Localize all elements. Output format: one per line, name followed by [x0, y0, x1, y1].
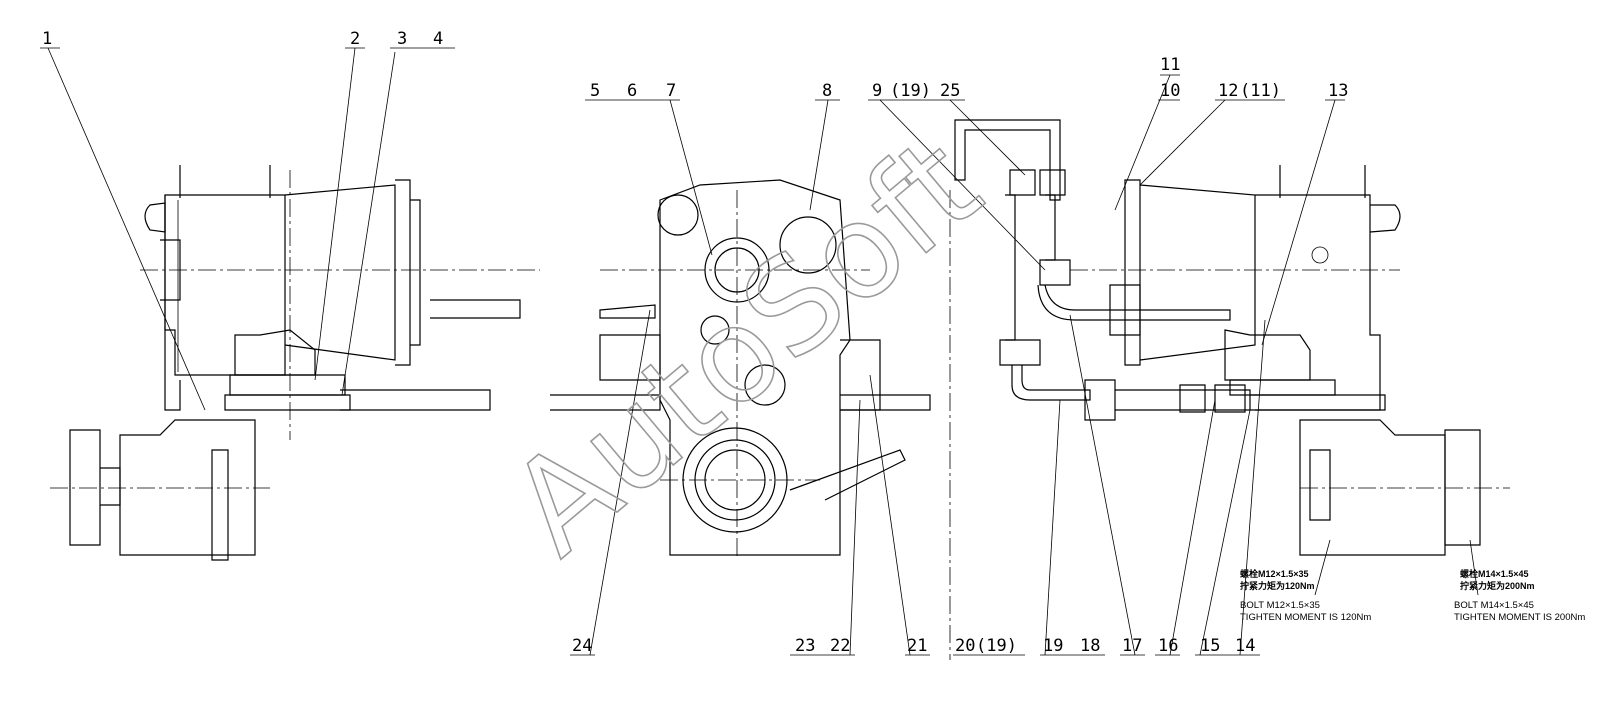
part-number-labels: 1 2 3 4 5 6 7 8 9 (19) 25 11 10 12 (11) … [42, 29, 1348, 656]
label-19a: (19) [890, 81, 931, 101]
watermark: AutoSoft [482, 108, 1007, 583]
bolt-note-left-en2: TIGHTEN MOMENT IS 120Nm [1240, 612, 1371, 623]
label-3: 3 [397, 29, 407, 49]
bolt-note-left-en1: BOLT M12×1.5×35 [1240, 600, 1320, 611]
bolt-note-right-cn2: 拧紧力矩为200Nm [1460, 580, 1535, 591]
label-17: 17 [1122, 636, 1142, 656]
left-side-view [50, 165, 540, 561]
label-2: 2 [350, 29, 360, 49]
label-11: 11 [1160, 55, 1180, 75]
bolt-note-right-en1: BOLT M14×1.5×45 [1454, 600, 1534, 611]
label-18: 18 [1080, 636, 1100, 656]
label-1: 1 [42, 29, 52, 49]
label-8: 8 [822, 81, 832, 101]
label-21: 21 [907, 636, 927, 656]
bolt-note-right-cn1: 螺栓M14×1.5×45 [1460, 568, 1529, 579]
label-20: 20 [955, 636, 975, 656]
bolt-note-right-en2: TIGHTEN MOMENT IS 200Nm [1454, 612, 1585, 623]
front-view [550, 179, 931, 560]
label-12: 12 [1218, 81, 1238, 101]
label-6: 6 [627, 81, 637, 101]
top-callouts [40, 47, 1345, 411]
label-10: 10 [1160, 81, 1180, 101]
label-19b: (19) [976, 636, 1017, 656]
right-side-view [949, 119, 1510, 660]
label-22: 22 [830, 636, 850, 656]
label-11b: (11) [1240, 81, 1281, 101]
label-9: 9 [872, 81, 882, 101]
label-23: 23 [795, 636, 815, 656]
label-19: 19 [1043, 636, 1063, 656]
bolt-note-left-cn2: 拧紧力矩为120Nm [1240, 580, 1315, 591]
bolt-note-left-cn1: 螺栓M12×1.5×35 [1240, 568, 1309, 579]
label-24: 24 [572, 636, 592, 656]
label-4: 4 [433, 29, 443, 49]
label-14: 14 [1235, 636, 1255, 656]
label-16: 16 [1158, 636, 1178, 656]
label-5: 5 [590, 81, 600, 101]
bolt-note-left: 螺栓M12×1.5×35 拧紧力矩为120Nm BOLT M12×1.5×35 … [1240, 568, 1371, 623]
bottom-callouts [570, 309, 1479, 656]
label-15: 15 [1200, 636, 1220, 656]
label-7: 7 [666, 81, 676, 101]
label-13: 13 [1328, 81, 1348, 101]
label-25: 25 [940, 81, 960, 101]
bolt-note-right: 螺栓M14×1.5×45 拧紧力矩为200Nm BOLT M14×1.5×45 … [1454, 568, 1585, 623]
